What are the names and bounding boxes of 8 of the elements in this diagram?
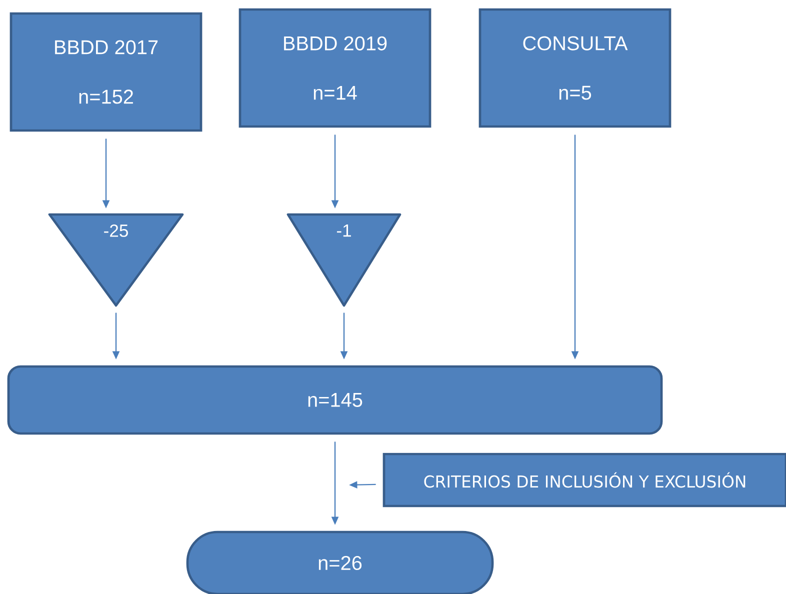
merge-triangle: -25: [48, 213, 184, 307]
source-box: CONSULTA n=5: [478, 8, 672, 128]
process-box: n=145: [7, 365, 663, 435]
source-box: BBDD 2017 n=152: [10, 12, 202, 132]
merge-triangle: -1: [286, 213, 402, 307]
criteria-box: CRITERIOS DE INCLUSIÓN Y EXCLUSIÓN: [382, 452, 786, 508]
source-box: BBDD 2019 n=14: [238, 8, 432, 128]
terminal-box: n=26: [186, 530, 494, 594]
